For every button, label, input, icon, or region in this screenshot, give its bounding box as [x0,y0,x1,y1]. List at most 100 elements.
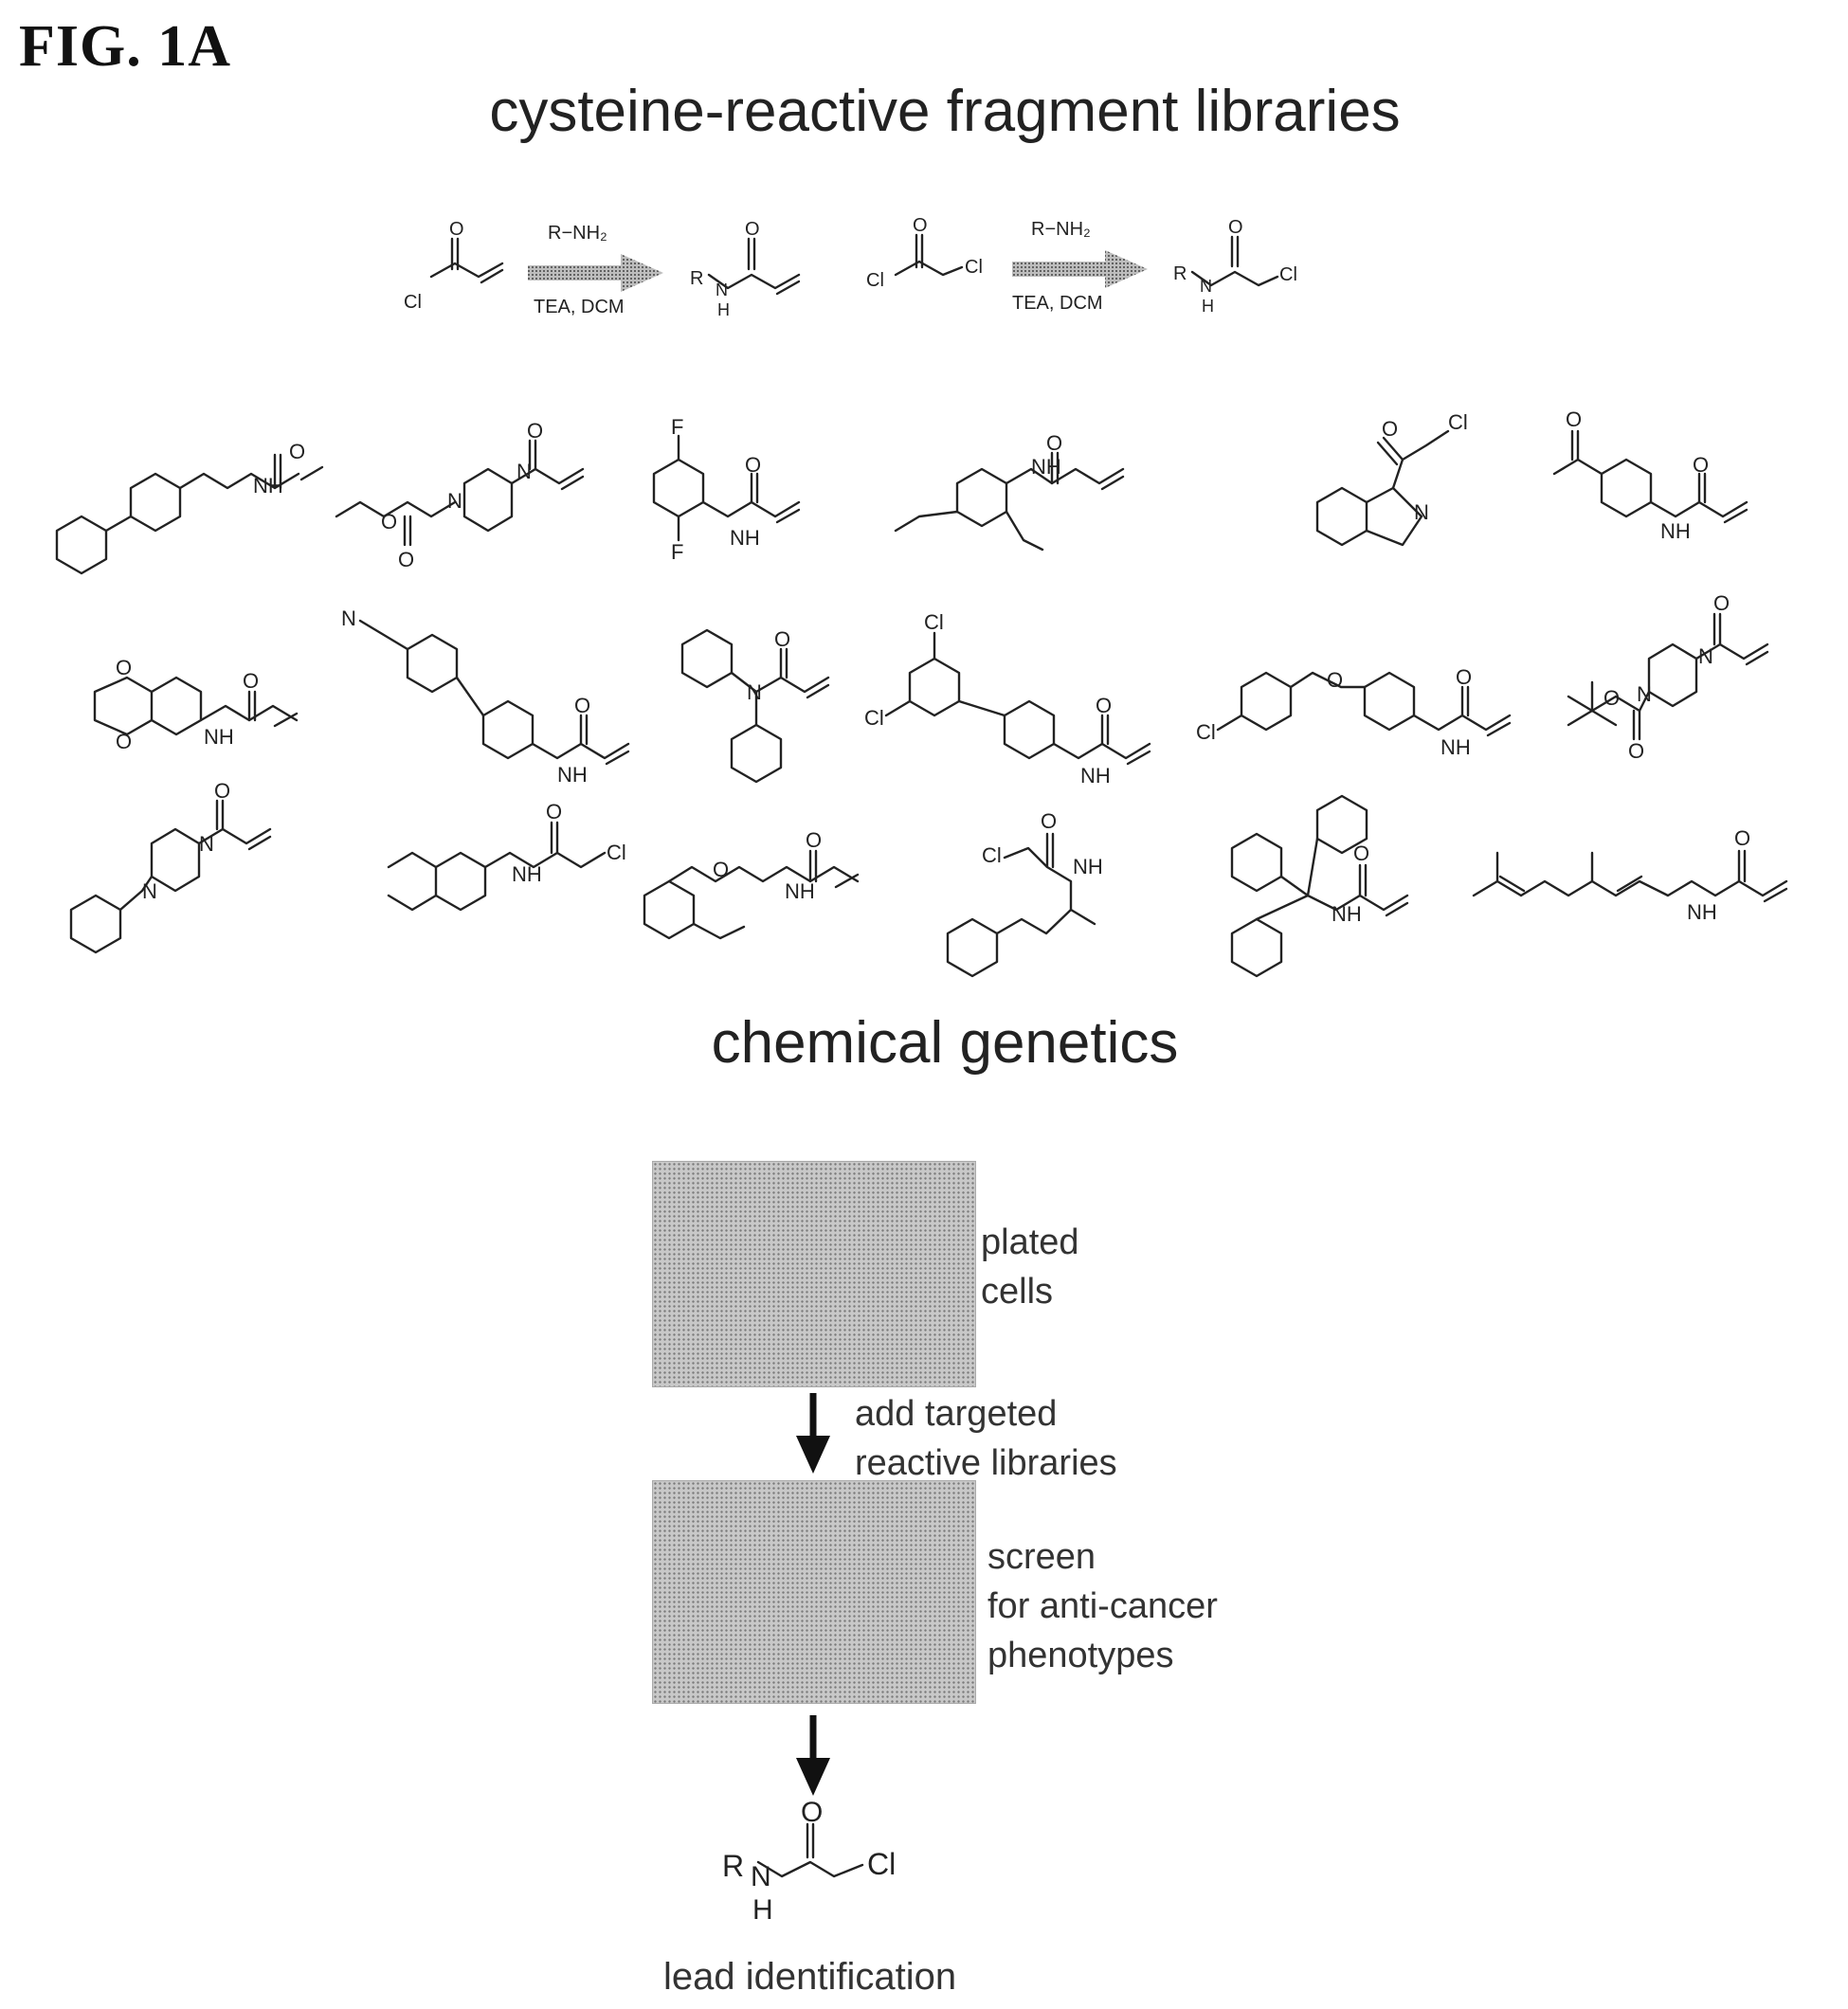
lead-h: H [752,1894,773,1926]
lead-r: R [722,1849,744,1883]
reaction-1-product-o: O [745,219,760,240]
atom-cl: Cl [1196,720,1216,744]
reaction-1-product-r: R [690,268,703,289]
reaction-2-product-r: R [1173,263,1187,284]
structure-cyanobiphenyl-acrylamide [360,621,628,764]
plated-cells-plate [652,1161,976,1387]
structure-phenylpiperazine-acrylamide [71,801,270,952]
reaction-1-conditions: TEA, DCM [534,297,625,317]
atom-o: O [1096,694,1112,717]
atom-cl: Cl [924,610,944,634]
lead-identification-label: lead identification [663,1952,956,2001]
atom-o: O [745,453,761,477]
reaction-2-start-cl: Cl [866,270,884,291]
add-libraries-label: add targeted reactive libraries [855,1389,1117,1488]
atom-o: O [116,656,132,679]
structure-trityl-acrylamide [1232,796,1407,976]
atom-nh: NH [1332,902,1362,926]
atom-n: N [516,460,532,483]
atom-nh: NH [1440,735,1471,759]
atom-nh: NH [1073,855,1103,878]
atom-nh: NH [730,526,760,550]
atom-o: O [1628,739,1644,763]
atom-o: O [1041,809,1057,833]
reaction-2-product-o: O [1228,217,1243,238]
structure-biphenyl-methyl-acrylamide [57,455,322,573]
lead-cl: Cl [867,1847,896,1881]
structure-methoxyphenoxyethyl-acrylamide [644,851,858,938]
atom-cl: Cl [1448,410,1468,434]
structure-benzodioxane-acrylamide [95,678,297,734]
atom-n: N [199,832,214,856]
atom-o: O [398,548,414,571]
screen-label: screen for anti-cancer phenotypes [987,1532,1218,1680]
atom-o: O [774,627,790,651]
reaction-1-start-o: O [449,219,464,240]
atom-n: N [1414,500,1429,524]
reaction-1-acryloyl-chloride [431,239,502,282]
atom-o: O [574,694,590,717]
structure-dicyclohexyl-acrylamide [682,630,828,782]
atom-nh: NH [1031,455,1061,479]
structure-dimethoxybenzyl-chloroacetamide [389,823,605,910]
reaction-2-start-o: O [913,215,928,236]
screen-line: screen [987,1532,1218,1582]
reaction-1-product-n: N [716,281,728,299]
atom-n: N [1698,644,1713,668]
atom-nh: NH [557,763,588,787]
atom-o: O [1566,407,1582,431]
atom-nh: NH [785,879,815,903]
atom-o: O [1713,591,1730,615]
structure-acetylphenyl-acrylamide [1554,431,1747,522]
atom-cl: Cl [607,841,626,864]
atom-o: O [1456,665,1472,689]
reaction-2-chloroacetyl-chloride [896,235,962,275]
atom-n: N [142,879,157,903]
screen-plate [652,1480,976,1704]
atom-o: O [527,419,543,443]
atom-nh: NH [204,725,234,749]
reaction-2-product-cl: Cl [1279,264,1297,285]
reaction-1-reagent: R−NH₂ [548,223,607,244]
atom-o: O [381,510,397,534]
reaction-2-product-h: H [1202,297,1214,316]
atom-nh: NH [253,474,283,498]
atom-o: O [116,730,132,753]
title-chemical-genetics: chemical genetics [21,1009,1848,1077]
atom-o: O [1734,826,1750,850]
down-arrow-icon [794,1393,832,1474]
atom-o: O [713,858,729,881]
anti-cancer-line: for anti-cancer [987,1582,1218,1631]
atom-n: N [341,606,356,630]
plated-cells-label: plated cells [981,1218,1079,1316]
plated-label-line: plated [981,1218,1079,1267]
atom-nh: NH [1687,900,1717,924]
atom-o: O [1603,686,1620,710]
structure-dimethoxybenzyl-acrylamide [896,453,1123,550]
atom-o: O [243,669,259,693]
atom-nh: NH [1080,764,1111,787]
atom-n: N [447,489,462,513]
reaction-1-start-cl: Cl [404,292,422,313]
structure-boc-piperazine-acrylamide [1568,614,1767,739]
reaction-arrow-2 [1012,250,1148,288]
lead-n: N [751,1861,771,1892]
structure-lead-chloroacetamide [758,1824,862,1876]
reaction-2-start-cl2: Cl [965,257,983,278]
reaction-1-product-h: H [717,300,730,319]
structure-indoline-chloroacetamide [1317,431,1448,545]
lead-o: O [801,1797,823,1828]
atom-nh: NH [512,862,542,886]
add-targeted-line: add targeted [855,1389,1117,1439]
reaction-2-product-n: N [1200,277,1212,296]
down-arrow-icon [794,1715,832,1796]
atom-cl: Cl [864,706,884,730]
atom-f: F [671,415,683,439]
atom-n: N [747,680,762,704]
atom-o: O [546,800,562,824]
atom-o: O [806,828,822,852]
structure-difluorophenyl-acrylamide [654,436,799,540]
atom-f: F [671,540,683,564]
structure-geranyl-acrylamide [1474,851,1786,901]
